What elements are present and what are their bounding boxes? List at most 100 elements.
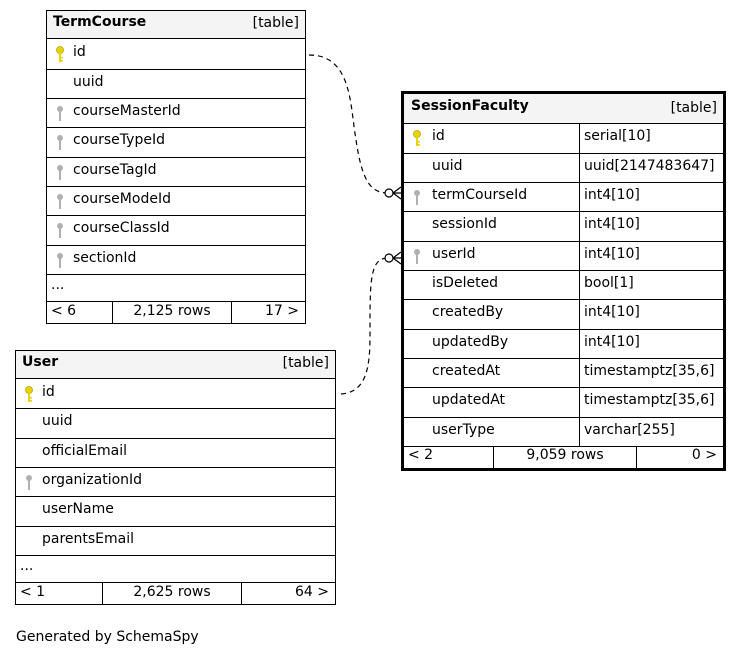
column-name: termCourseId: [432, 187, 528, 203]
table-sessionfaculty[interactable]: SessionFaculty [table] id serial[10] uui…: [401, 91, 726, 471]
column-row: uuid: [16, 409, 335, 439]
fk-optional-circle: [384, 253, 394, 263]
table-header: User [table]: [16, 351, 335, 379]
more-columns-row: ...: [16, 556, 335, 580]
column-name: courseMasterId: [73, 103, 181, 119]
column-row: userId int4[10]: [404, 242, 723, 271]
table-termcourse[interactable]: TermCourse [table] id uuid courseMasterI…: [46, 10, 306, 324]
table-user[interactable]: User [table] id uuid officialEmail organ…: [15, 350, 336, 605]
row-count: 2,625 rows: [133, 584, 211, 600]
column-name: sectionId: [73, 250, 137, 266]
column-type: int4[10]: [584, 216, 640, 232]
column-row: parentsEmail: [16, 527, 335, 556]
column-row: createdBy int4[10]: [404, 300, 723, 330]
column-name: uuid: [42, 413, 73, 429]
table-name: SessionFaculty: [411, 98, 529, 114]
column-row: officialEmail: [16, 439, 335, 468]
column-row: termCourseId int4[10]: [404, 183, 723, 212]
foreign-key-icon: [57, 135, 63, 150]
column-type: int4[10]: [584, 246, 640, 262]
fk-line-termcourse: [308, 54, 389, 194]
foreign-key-icon: [57, 165, 63, 180]
ellipsis: ...: [51, 277, 65, 293]
column-row: userType varchar[255]: [404, 418, 723, 447]
column-name: sessionId: [432, 216, 497, 232]
children-count[interactable]: 0 >: [691, 447, 717, 463]
primary-key-icon: [25, 386, 33, 402]
parents-count[interactable]: < 6: [51, 303, 77, 319]
children-count[interactable]: 64 >: [295, 584, 329, 600]
column-name: id: [42, 384, 55, 400]
column-row: id: [47, 40, 305, 70]
column-type: timestamptz[35,6]: [584, 363, 715, 379]
column-name: courseModeId: [73, 191, 171, 207]
column-name: createdAt: [432, 363, 501, 379]
column-name: officialEmail: [42, 443, 127, 459]
column-name: createdBy: [432, 304, 504, 320]
column-name: userId: [432, 246, 476, 262]
fk-optional-circle: [384, 188, 394, 198]
row-count: 2,125 rows: [133, 303, 211, 319]
column-name: updatedAt: [432, 392, 506, 408]
column-row: sectionId: [47, 246, 305, 275]
column-row: createdAt timestamptz[35,6]: [404, 359, 723, 388]
column-name: id: [73, 44, 86, 60]
column-name: userType: [432, 422, 495, 438]
table-name: User: [22, 354, 59, 370]
column-row: courseModeId: [47, 187, 305, 216]
primary-key-icon: [413, 130, 421, 146]
table-header: SessionFaculty [table]: [404, 94, 723, 124]
column-row: isDeleted bool[1]: [404, 271, 723, 300]
column-row: uuid: [47, 70, 305, 99]
column-row: updatedBy int4[10]: [404, 330, 723, 359]
table-footer: < 2 9,059 rows 0 >: [404, 446, 723, 468]
row-count: 9,059 rows: [526, 447, 604, 463]
column-row: courseTagId: [47, 158, 305, 187]
column-name: parentsEmail: [42, 531, 135, 547]
column-type: timestamptz[35,6]: [584, 392, 715, 408]
table-header: TermCourse [table]: [47, 11, 305, 39]
table-footer: < 1 2,625 rows 64 >: [16, 582, 335, 604]
column-row: courseMasterId: [47, 99, 305, 128]
column-name: uuid: [73, 74, 104, 90]
fk-crowfoot: [392, 251, 402, 265]
column-type: varchar[255]: [584, 422, 675, 438]
column-row: updatedAt timestamptz[35,6]: [404, 388, 723, 418]
column-name: courseTypeId: [73, 132, 165, 148]
column-row: courseTypeId: [47, 128, 305, 158]
ellipsis: ...: [20, 558, 34, 574]
column-type: bool[1]: [584, 275, 634, 291]
parents-count[interactable]: < 1: [20, 584, 46, 600]
column-type: int4[10]: [584, 334, 640, 350]
column-name: userName: [42, 501, 114, 517]
foreign-key-icon: [57, 106, 63, 121]
column-name: updatedBy: [432, 334, 509, 350]
foreign-key-icon: [57, 194, 63, 209]
column-name: id: [432, 128, 445, 144]
table-type: [table]: [670, 100, 717, 116]
foreign-key-icon: [414, 249, 420, 264]
table-name: TermCourse: [53, 14, 147, 30]
column-row: id: [16, 380, 335, 409]
column-row: courseClassId: [47, 216, 305, 246]
generated-by-text: Generated by SchemaSpy: [16, 629, 199, 645]
column-type: uuid[2147483647]: [584, 158, 715, 174]
foreign-key-icon: [414, 190, 420, 205]
foreign-key-icon: [26, 475, 32, 490]
fk-line-user: [340, 257, 389, 395]
children-count[interactable]: 17 >: [265, 303, 299, 319]
foreign-key-icon: [57, 253, 63, 268]
table-type: [table]: [252, 15, 299, 31]
foreign-key-icon: [57, 223, 63, 238]
column-name: isDeleted: [432, 275, 499, 291]
column-row: id serial[10]: [404, 124, 723, 154]
column-name: courseClassId: [73, 220, 170, 236]
column-name: organizationId: [42, 472, 143, 488]
column-type: int4[10]: [584, 187, 640, 203]
more-columns-row: ...: [47, 275, 305, 299]
parents-count[interactable]: < 2: [408, 447, 434, 463]
column-type: serial[10]: [584, 128, 651, 144]
column-type: int4[10]: [584, 304, 640, 320]
column-row: organizationId: [16, 468, 335, 497]
